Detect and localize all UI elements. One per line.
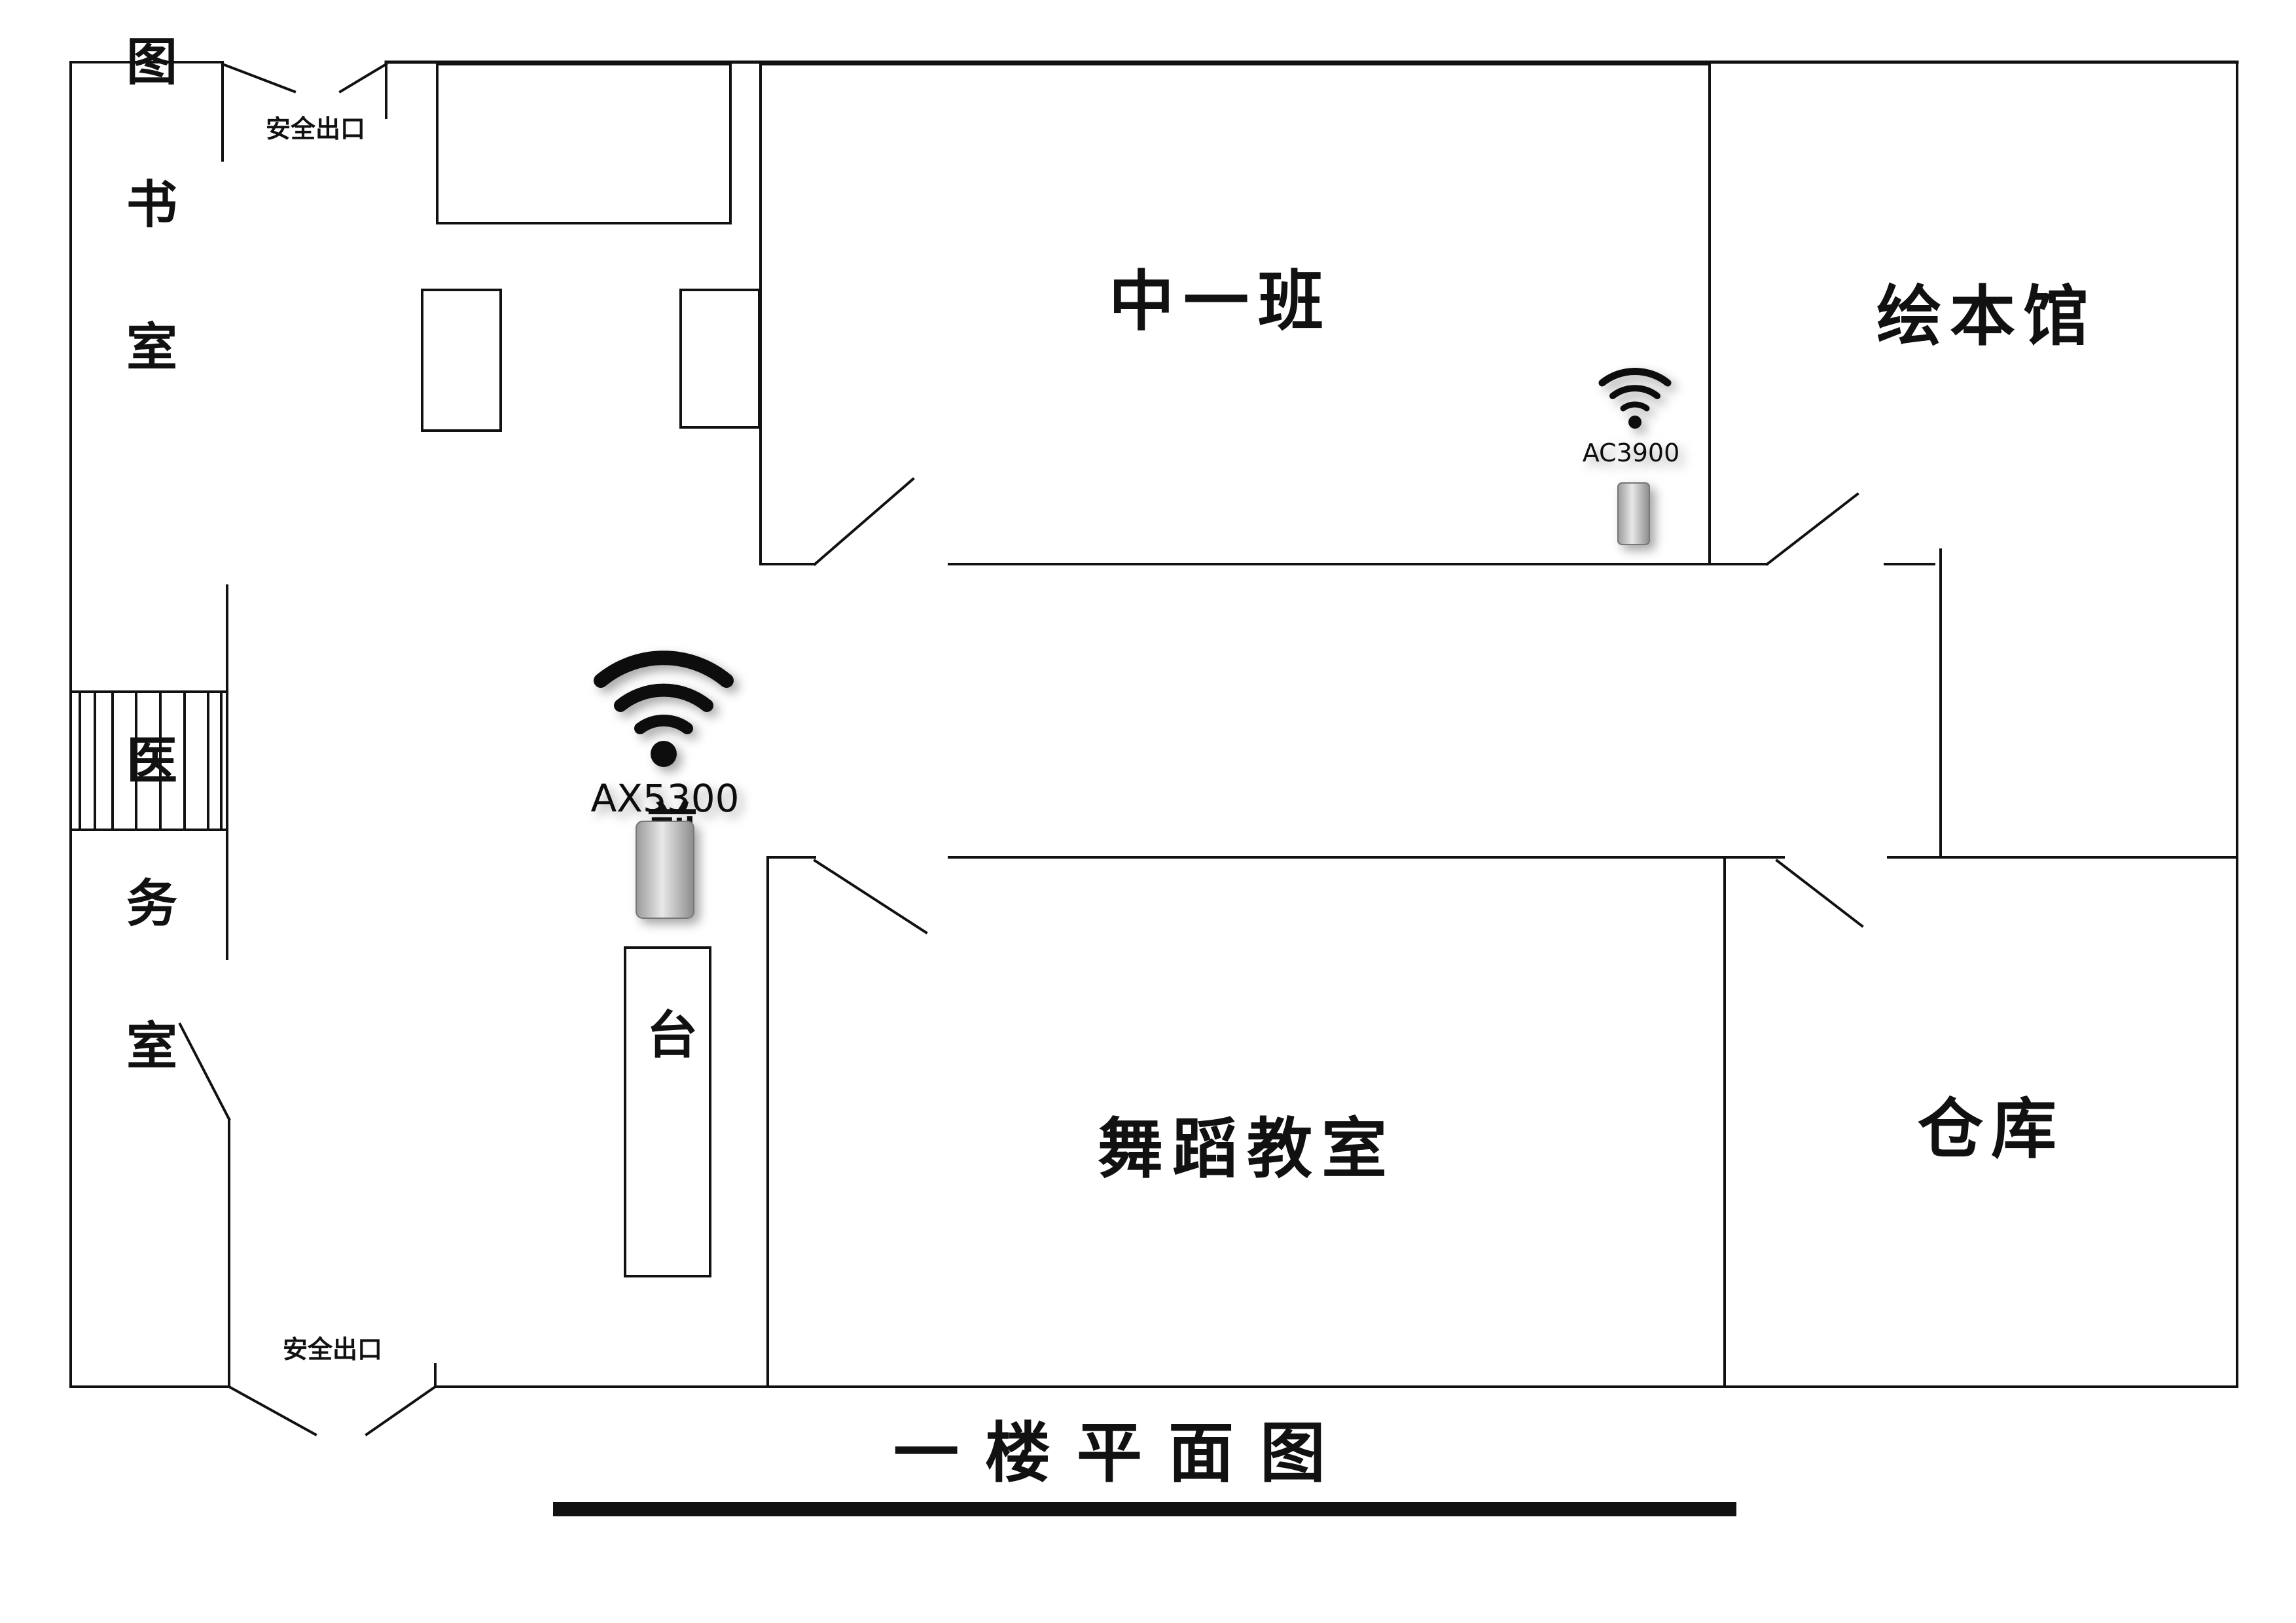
router-device-icon <box>1617 482 1650 545</box>
top-exit-door-leaf <box>221 62 296 94</box>
furniture-cabinet <box>679 289 761 429</box>
storage-door-leaf <box>1775 859 1864 928</box>
node-router: AC3900 <box>1583 368 1680 545</box>
storage-label: 仓库 <box>1918 1090 2064 1168</box>
bottom-exit-door-leaf <box>227 1385 317 1436</box>
top-exit-label: 安全出口 <box>266 115 365 143</box>
medical-door-leaf <box>178 1022 231 1121</box>
bottom-exit-door-leaf <box>365 1385 437 1436</box>
bottom-exit-label: 安全出口 <box>283 1335 382 1364</box>
class-door-leaf <box>813 477 915 566</box>
wifi-icon <box>1598 368 1672 429</box>
furniture-table <box>436 63 732 224</box>
library-label: 图书室 <box>118 35 177 463</box>
front-desk <box>624 946 711 1277</box>
class-label: 中一班 <box>1109 262 1333 340</box>
top-exit-door-leaf <box>338 62 388 94</box>
picture-book-label: 绘本馆 <box>1876 277 2096 355</box>
wifi-icon <box>594 651 734 767</box>
furniture-cabinet <box>421 289 502 432</box>
staircase <box>69 690 228 831</box>
dance-label: 舞蹈教室 <box>1098 1110 1396 1187</box>
router-device-icon <box>636 821 694 919</box>
dance-door-leaf <box>813 859 928 935</box>
picture-book-door-leaf <box>1765 492 1859 566</box>
main-router-label: AX5300 <box>590 776 739 821</box>
plan-title: 一楼平面图 <box>893 1414 1352 1491</box>
main-router: AX5300 <box>590 651 740 919</box>
medical-label: 医务室 <box>118 734 177 1162</box>
node-router-label: AC3900 <box>1583 438 1680 467</box>
title-underline <box>553 1502 1736 1516</box>
walls <box>69 60 2239 1436</box>
